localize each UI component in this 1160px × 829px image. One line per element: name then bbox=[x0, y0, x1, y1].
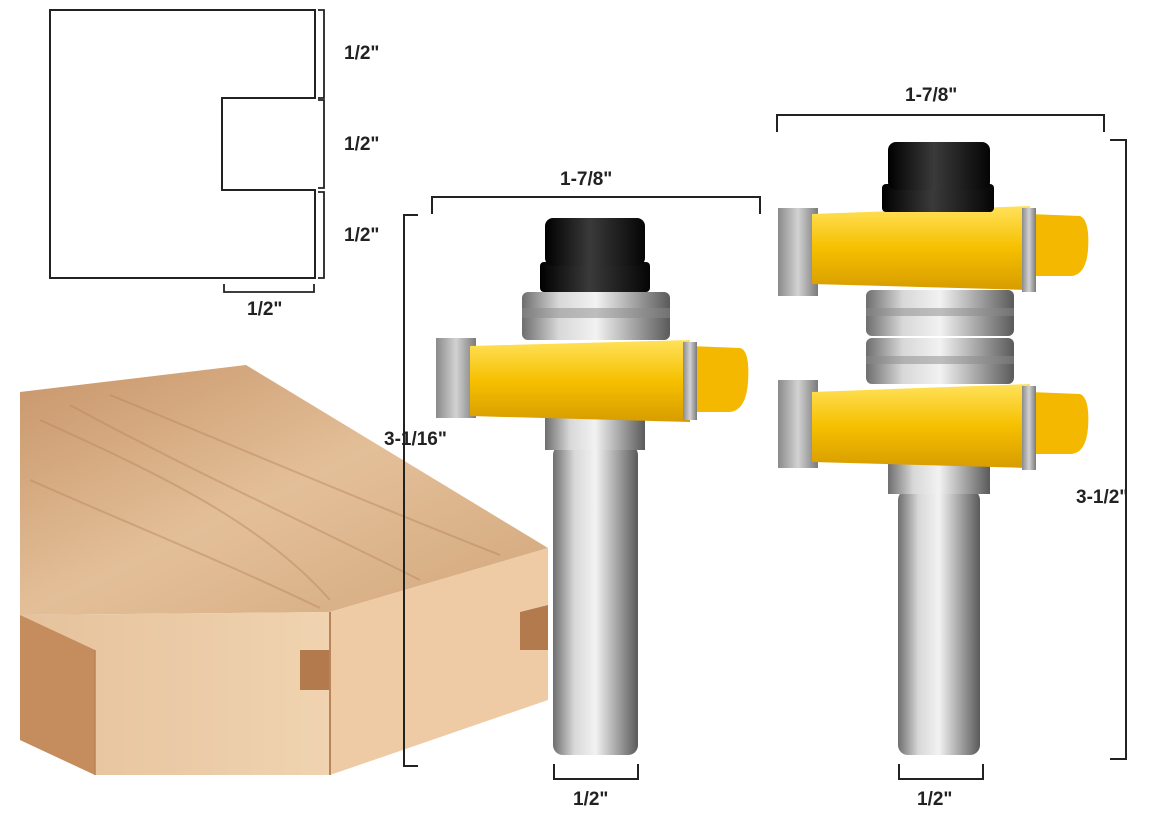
double-bit-lower-cutter bbox=[812, 384, 1030, 468]
single-router-bit bbox=[436, 218, 749, 755]
double-bit-shank-bracket bbox=[898, 764, 984, 780]
double-bit-upper-cutter bbox=[812, 206, 1030, 290]
single-bit-carbide-left bbox=[436, 338, 476, 418]
double-bit-nut bbox=[888, 142, 990, 190]
double-bit-lower-carbide-left bbox=[778, 380, 818, 468]
double-bit-shank bbox=[898, 490, 980, 755]
profile-diagram bbox=[49, 9, 325, 293]
profile-dimension-bracket-right bbox=[318, 9, 325, 279]
double-bit-upper-carbide-left bbox=[778, 208, 818, 296]
double-bit-height-label: 3-1/2" bbox=[1076, 487, 1129, 508]
double-bit-width-bracket bbox=[776, 114, 1105, 132]
double-bit-shank-label: 1/2" bbox=[917, 789, 953, 810]
dimension-lines bbox=[403, 114, 1127, 780]
single-bit-shank bbox=[553, 445, 638, 755]
double-bit-height-bracket bbox=[1110, 139, 1127, 760]
single-bit-height-label: 3-1/16" bbox=[384, 429, 447, 450]
wood-boards-illustration bbox=[20, 365, 548, 775]
single-bit-shank-bracket bbox=[553, 764, 639, 780]
single-bit-carbide-right bbox=[683, 342, 697, 420]
single-bit-cutter bbox=[470, 340, 690, 422]
profile-dimension-bracket-bottom bbox=[223, 284, 315, 293]
single-bit-height-bracket bbox=[403, 214, 418, 767]
double-bit-width-label: 1-7/8" bbox=[905, 85, 958, 106]
single-bit-nut bbox=[545, 218, 645, 266]
single-bit-width-label: 1-7/8" bbox=[560, 169, 613, 190]
profile-top-height-label: 1/2" bbox=[344, 43, 380, 64]
single-bit-shank-label: 1/2" bbox=[573, 789, 609, 810]
single-bit-width-bracket bbox=[431, 196, 761, 214]
profile-groove-depth-label: 1/2" bbox=[247, 299, 283, 320]
profile-outline bbox=[49, 9, 316, 279]
profile-groove-height-label: 1/2" bbox=[344, 134, 380, 155]
double-router-bit bbox=[778, 142, 1089, 755]
profile-bottom-height-label: 1/2" bbox=[344, 225, 380, 246]
